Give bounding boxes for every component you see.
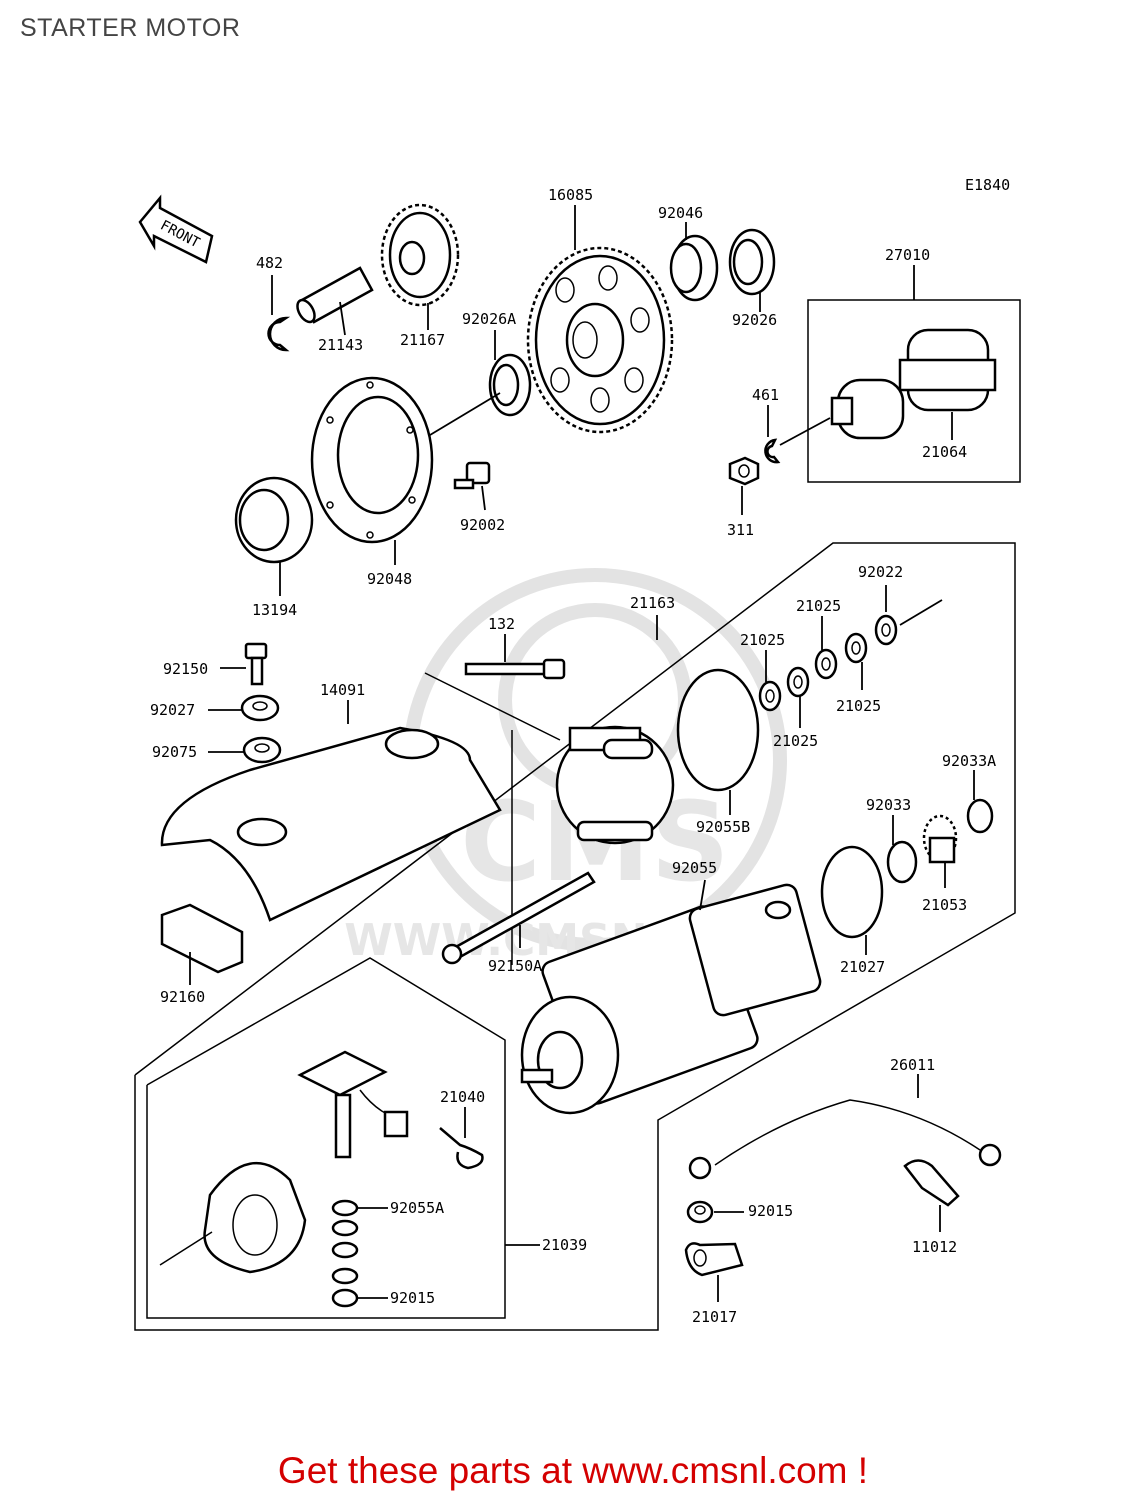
part-21053-pinion-gear — [922, 814, 958, 888]
callout-92026A: 92026A — [462, 310, 516, 328]
part-92150-bolt — [220, 642, 268, 686]
part-92046-needle-bearing — [669, 222, 719, 302]
part-21025-washers — [758, 616, 868, 728]
part-92150A-long-bolt — [441, 871, 596, 965]
part-92033-circlip — [886, 815, 918, 884]
part-92015-nut-right — [686, 1200, 744, 1224]
exploded-parts-diagram: CMS WWW.CMSNL.COM E1840 FRONT 482 21143 … — [134, 176, 1021, 1331]
callout-461: 461 — [752, 386, 779, 404]
callout-92048: 92048 — [367, 570, 412, 588]
part-92075-damper — [208, 736, 282, 764]
part-21017-terminal — [684, 1242, 744, 1302]
part-21163-assembly-outline — [134, 542, 1016, 1331]
part-21027-o-ring — [820, 845, 884, 955]
part-311-nut — [728, 456, 760, 515]
callout-21143: 21143 — [318, 336, 363, 354]
callout-14091: 14091 — [320, 681, 365, 699]
callout-21040: 21040 — [440, 1088, 485, 1106]
part-11012-boot — [903, 1159, 960, 1232]
callout-92027: 92027 — [150, 701, 195, 719]
part-21143-shaft — [296, 266, 374, 336]
callout-16085: 16085 — [548, 186, 593, 204]
callout-92046: 92046 — [658, 204, 703, 222]
callout-13194: 13194 — [252, 601, 297, 619]
part-132-bolt — [464, 634, 566, 680]
part-14091-cover — [160, 700, 502, 922]
part-21040-spring — [439, 1107, 484, 1170]
callout-27010: 27010 — [885, 246, 930, 264]
part-13194-one-way-clutch — [234, 476, 314, 596]
part-21167-gear — [380, 203, 460, 330]
callout-92033A: 92033A — [942, 752, 996, 770]
callout-92160: 92160 — [160, 988, 205, 1006]
callout-21027: 21027 — [840, 958, 885, 976]
part-brush-plate — [159, 1162, 307, 1274]
part-starter-motor-body — [520, 879, 822, 1115]
callout-92015-left: 92015 — [390, 1289, 435, 1307]
part-482-circlip — [267, 275, 291, 352]
callout-21025-top: 21025 — [796, 597, 841, 615]
callout-92055B: 92055B — [696, 818, 750, 836]
callout-21167: 21167 — [400, 331, 445, 349]
promo-link[interactable]: Get these parts at www.cmsnl.com ! — [277, 1450, 869, 1491]
callout-21053: 21053 — [922, 896, 967, 914]
part-92055A-and-washers — [331, 1199, 388, 1308]
callout-11012: 11012 — [912, 1238, 957, 1256]
part-92026A-washer — [424, 330, 532, 439]
callout-92026: 92026 — [732, 311, 777, 329]
part-16085-starter-clutch-gear — [526, 205, 674, 434]
callout-92055: 92055 — [672, 859, 717, 877]
callout-21064: 21064 — [922, 443, 967, 461]
part-92055B-o-ring — [676, 668, 760, 815]
callout-92075: 92075 — [152, 743, 197, 761]
callout-92150: 92150 — [163, 660, 208, 678]
callout-92002: 92002 — [460, 516, 505, 534]
page-title: STARTER MOTOR — [20, 14, 241, 42]
callout-26011: 26011 — [890, 1056, 935, 1074]
part-brush-assembly — [297, 1050, 409, 1159]
part-end-cover — [555, 725, 675, 845]
callout-21163: 21163 — [630, 594, 675, 612]
callout-92150A: 92150A — [488, 957, 542, 975]
diagram-code: E1840 — [965, 176, 1010, 194]
callout-92015-right: 92015 — [748, 1202, 793, 1220]
part-92002-screw — [453, 461, 491, 511]
part-92048-housing — [310, 376, 434, 565]
callout-21025-left: 21025 — [740, 631, 785, 649]
part-461-clip — [764, 405, 781, 464]
callout-311: 311 — [727, 521, 754, 539]
callout-482: 482 — [256, 254, 283, 272]
callout-92022: 92022 — [858, 563, 903, 581]
part-21039-brush-holder-box — [146, 957, 506, 1319]
part-92160-pad — [160, 903, 244, 985]
callout-21017: 21017 — [692, 1308, 737, 1326]
callout-92055A: 92055A — [390, 1199, 444, 1217]
part-92027-damper — [208, 694, 280, 722]
part-92026-washer — [728, 228, 776, 312]
callout-132: 132 — [488, 615, 515, 633]
callout-92033: 92033 — [866, 796, 911, 814]
part-26011-cable — [688, 1074, 1002, 1180]
part-21064-starter-relay — [779, 328, 997, 446]
callout-21039: 21039 — [542, 1236, 587, 1254]
callout-21025-right: 21025 — [836, 697, 881, 715]
callout-21025-bottom: 21025 — [773, 732, 818, 750]
part-92022-washer — [874, 585, 943, 646]
part-92033A-circlip — [966, 770, 994, 834]
front-arrow-icon: FRONT — [138, 194, 214, 264]
